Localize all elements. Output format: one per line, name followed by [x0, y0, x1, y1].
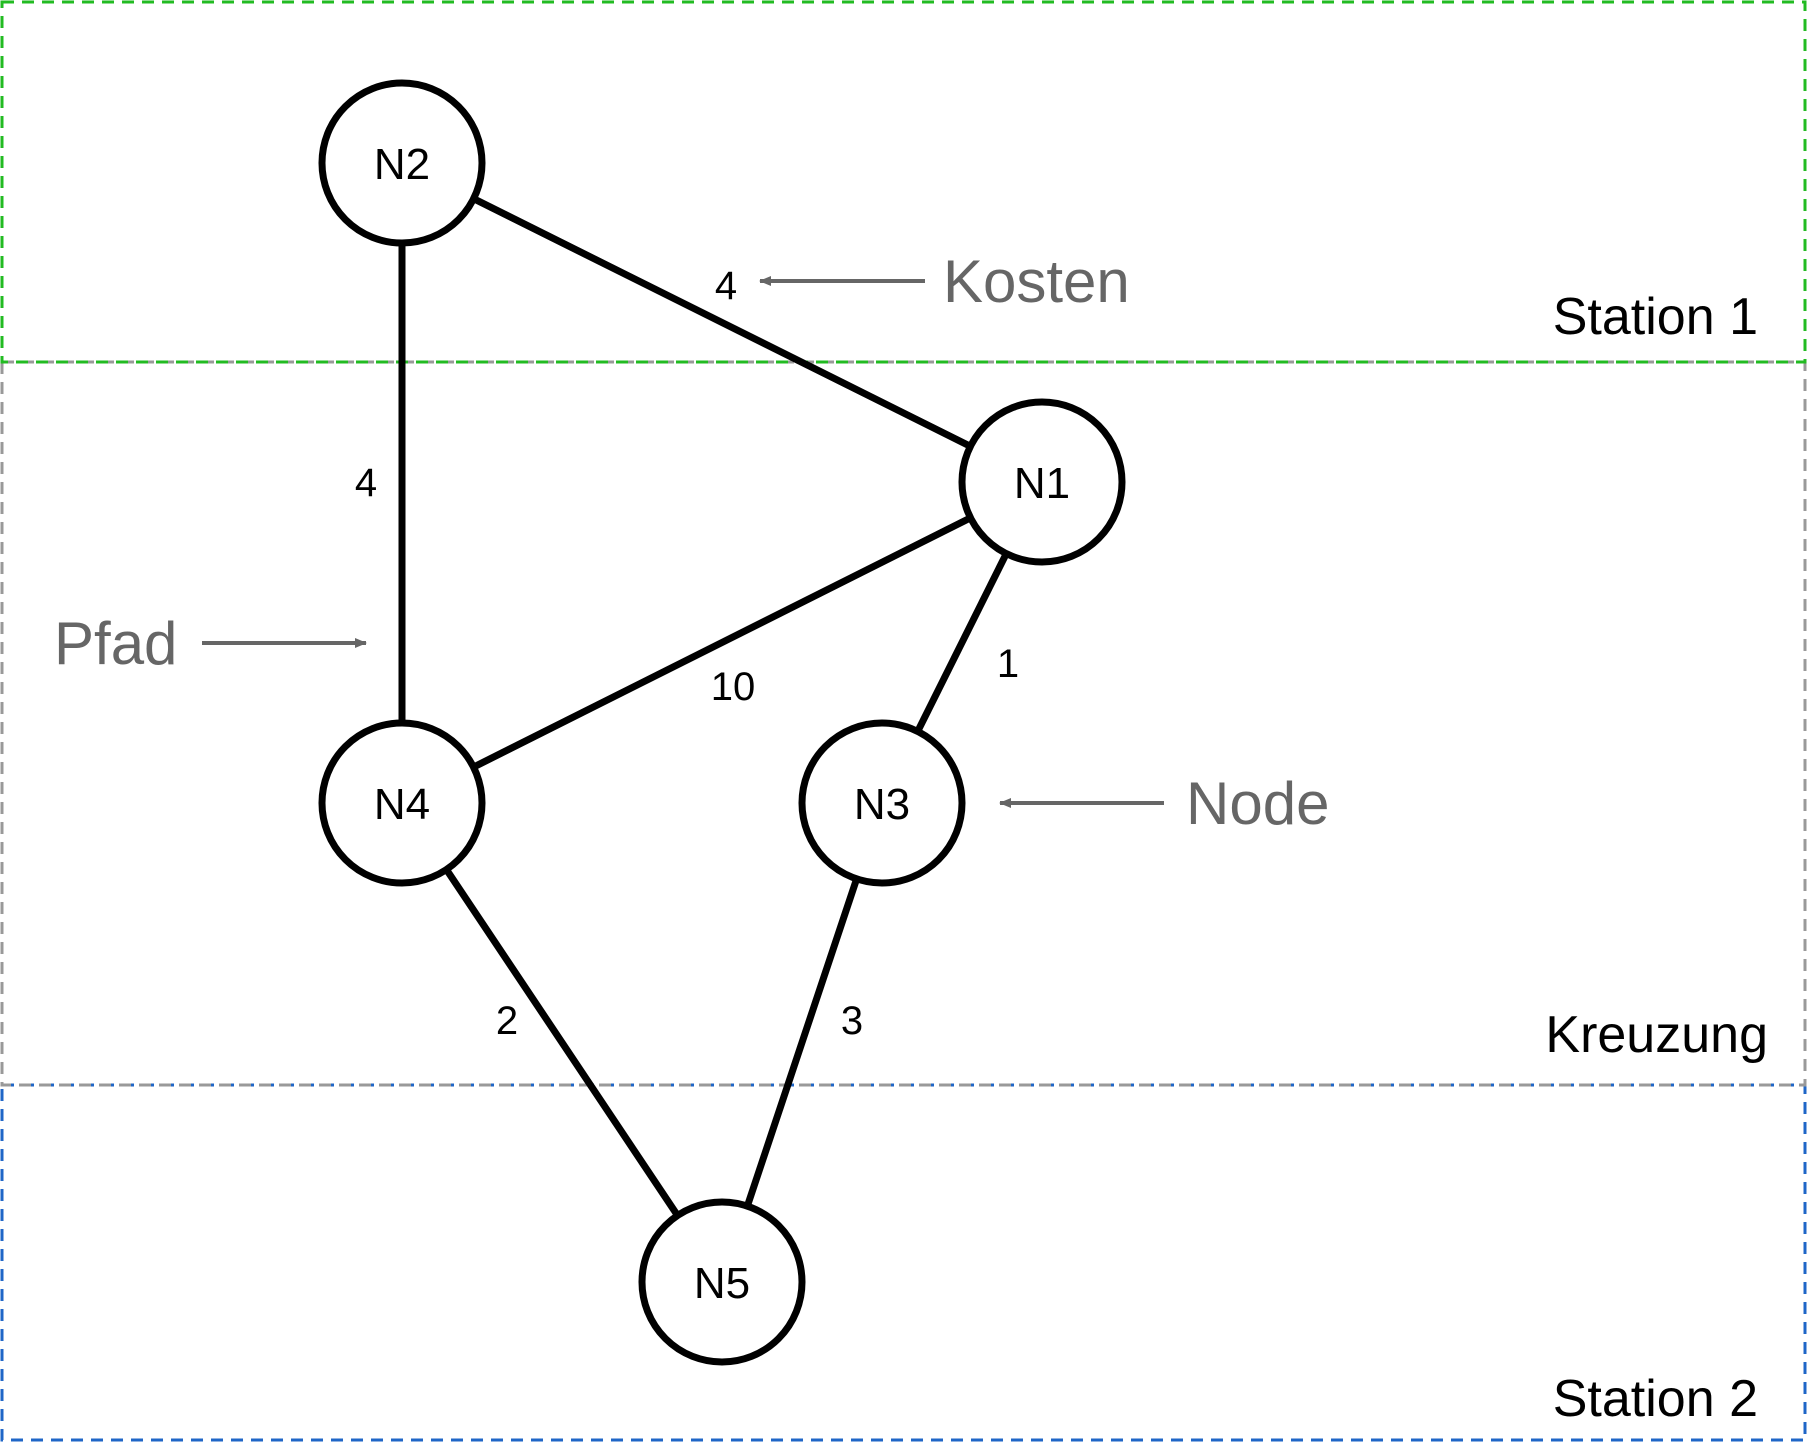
callout-label-pfad: Pfad	[54, 610, 177, 677]
node-label-n1: N1	[1014, 459, 1070, 508]
region-label-station1: Station 1	[1553, 288, 1758, 346]
edge-cost-n1-n3: 1	[997, 642, 1019, 686]
edge-n1-n4	[400, 478, 1044, 807]
callout-label-node: Node	[1186, 770, 1329, 837]
callout-pfad: Pfad	[54, 610, 367, 677]
edge-n4-n5	[399, 801, 725, 1284]
node-label-n4: N4	[374, 780, 430, 829]
node-label-n3: N3	[854, 780, 910, 829]
region-station1: Station 1	[0, 0, 1807, 364]
callout-kosten: Kosten	[759, 248, 1130, 315]
node-n4: N4	[318, 719, 486, 887]
callout-node: Node	[999, 770, 1329, 837]
edges	[398, 159, 1046, 1284]
callout-label-kosten: Kosten	[943, 248, 1130, 315]
edge-cost-n1-n4: 10	[711, 665, 756, 709]
node-n3: N3	[798, 719, 966, 887]
node-n1: N1	[958, 398, 1126, 566]
node-label-n2: N2	[374, 140, 430, 189]
edge-cost-n2-n4: 4	[355, 461, 377, 505]
region-label-kreuzung: Kreuzung	[1545, 1006, 1768, 1064]
region-station2: Station 2	[0, 1083, 1807, 1442]
node-label-n5: N5	[694, 1259, 750, 1308]
edge-cost-n3-n5: 3	[841, 999, 863, 1043]
node-n5: N5	[638, 1198, 806, 1366]
edge-cost-n4-n5: 2	[496, 999, 518, 1043]
edge-labels: 4 4 10 1 2 3	[355, 264, 1019, 1043]
edge-cost-n2-n1: 4	[715, 264, 737, 308]
region-label-station2: Station 2	[1553, 1370, 1758, 1428]
edge-n3-n5	[718, 801, 886, 1284]
edge-n2-n1	[400, 159, 1044, 486]
node-n2: N2	[318, 79, 486, 247]
